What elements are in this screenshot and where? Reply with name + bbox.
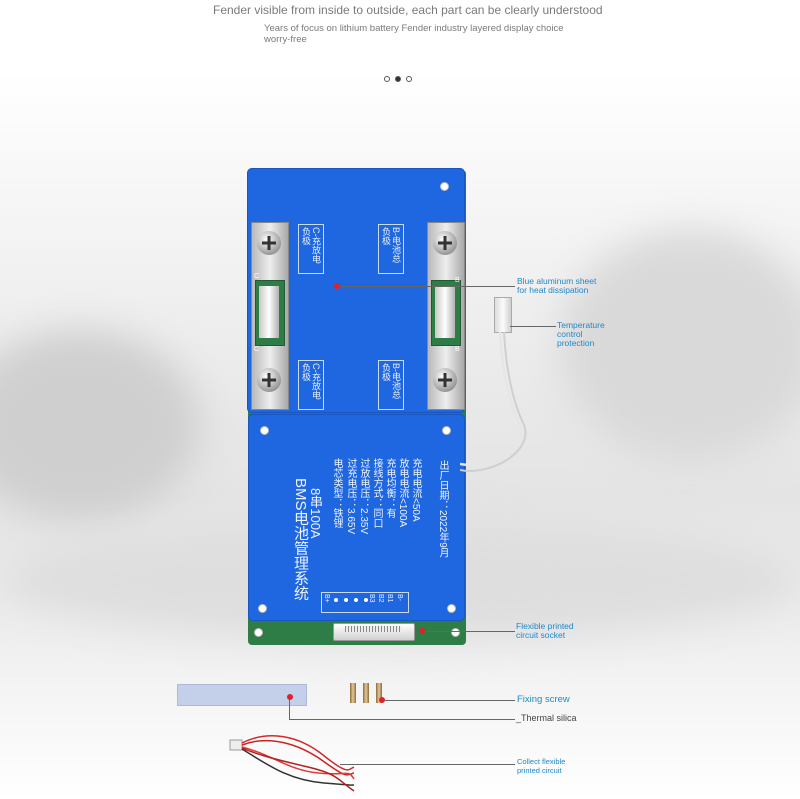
callout-heat-sink: Blue aluminum sheet for heat dissipation — [517, 276, 597, 295]
stamp-label-c-upper: C-充放电负极 — [298, 224, 324, 274]
callout-temperature: Temperature control protection — [557, 320, 605, 348]
terminal-c-bar — [259, 286, 279, 338]
product-title: BMS电池管理系统 — [292, 478, 309, 601]
mark-b-bottom: B — [455, 346, 460, 353]
heatsink-hole — [258, 604, 267, 613]
pin-label-b3: B3 — [368, 594, 375, 603]
pin-label-bminus: B- — [396, 594, 403, 601]
mark-c-top: C — [254, 273, 260, 280]
temperature-sensor — [494, 297, 512, 333]
spec-charge-current: 充电电流<50A — [410, 458, 421, 522]
carousel-dot-3[interactable] — [406, 76, 412, 82]
pin-label-bplus: B+ — [323, 594, 330, 603]
background-blur-left — [0, 330, 200, 520]
stamp-label-b-lower: B-电池总负极 — [378, 360, 404, 410]
fixing-screw — [376, 683, 382, 703]
callout-silica: _Thermal silica — [516, 713, 577, 723]
pin-header — [321, 592, 409, 613]
terminal-screw — [257, 231, 281, 255]
marker-heat-sink — [334, 283, 340, 289]
board-hole — [451, 628, 460, 637]
heatsink-hole — [447, 604, 456, 613]
collect-flex-wires — [229, 735, 355, 792]
leader-collect — [340, 764, 515, 765]
terminal-screw — [257, 368, 281, 392]
carousel-dot-1[interactable] — [384, 76, 390, 82]
stamp-label-b-upper: B-电池总负极 — [378, 224, 404, 274]
manufacture-date: 出厂日期：2022年9月 — [437, 460, 448, 558]
leader-temperature — [510, 326, 556, 327]
mark-b-top: B — [455, 277, 460, 284]
terminal-screw — [433, 231, 457, 255]
leader-silica-v — [289, 700, 290, 719]
leader-heat-sink — [340, 286, 515, 287]
pin-dot — [364, 598, 368, 602]
callout-collect: Collect flexible printed circuit — [517, 757, 566, 775]
spec-cell-type: 电芯类型：铁锂 — [331, 458, 342, 528]
product-model: 8串100A — [308, 488, 323, 539]
spec-overcharge: 过充电压：3.65V — [345, 458, 356, 535]
board-hole — [254, 628, 263, 637]
stamp-label-c-lower: C-充放电负极 — [298, 360, 324, 410]
pin-dots — [334, 598, 368, 602]
leader-silica — [289, 719, 515, 720]
terminal-b-bar — [435, 286, 455, 338]
temperature-sensor-wire — [460, 331, 527, 472]
heatsink-hole — [440, 182, 449, 191]
fixing-screw — [363, 683, 369, 703]
callout-fpc: Flexible printed circuit socket — [516, 621, 574, 640]
fpc-socket-pins — [345, 626, 401, 632]
marker-screw — [379, 697, 385, 703]
mark-c-bottom: C — [254, 346, 260, 353]
spec-overdischarge: 过放电压：2.35V — [358, 458, 369, 535]
leader-fpc — [423, 631, 515, 632]
heatsink-hole — [260, 426, 269, 435]
pin-label-b1: B1 — [386, 594, 393, 603]
spec-balance: 充电均衡：有 — [384, 458, 395, 518]
spec-wiring: 接线方式：同口 — [371, 458, 382, 528]
heatsink-hole — [442, 426, 451, 435]
thermal-silica-pad — [177, 684, 307, 706]
terminal-screw — [433, 368, 457, 392]
background-blur-right — [560, 230, 800, 460]
leader-screw — [385, 700, 515, 701]
page-subtitle: Years of focus on lithium battery Fender… — [264, 23, 564, 45]
callout-screw: Fixing screw — [517, 694, 570, 705]
carousel-dot-2[interactable] — [395, 76, 401, 82]
pin-label-b2: B2 — [377, 594, 384, 603]
fixing-screw — [350, 683, 356, 703]
pin-dot — [344, 598, 348, 602]
page-title: Fender visible from inside to outside, e… — [213, 3, 603, 17]
lower-heatsink-plate — [248, 414, 465, 621]
pin-dot — [334, 598, 338, 602]
marker-fpc — [419, 628, 425, 634]
pin-dot — [354, 598, 358, 602]
carousel-dots — [384, 76, 412, 82]
marker-silica — [287, 694, 293, 700]
spec-discharge-current: 放电电流<100A — [397, 458, 408, 528]
